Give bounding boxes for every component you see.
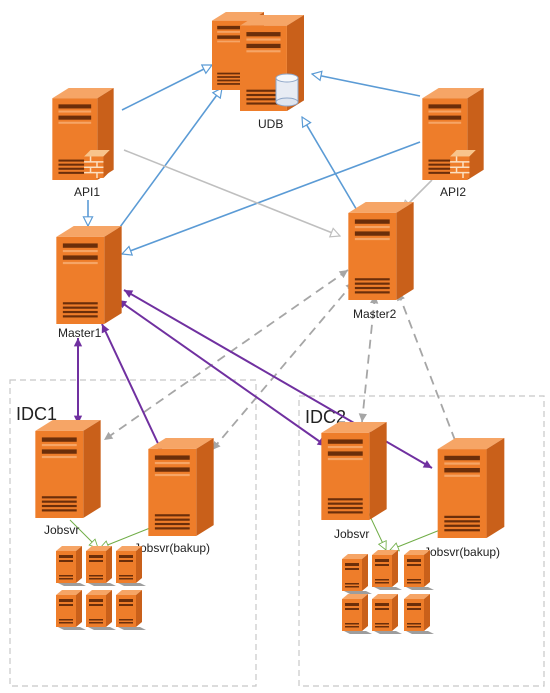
api1-label: API1 bbox=[74, 185, 100, 199]
cluster-server-icon bbox=[56, 546, 86, 586]
cluster-server-icon bbox=[372, 550, 402, 590]
udb-label: UDB bbox=[258, 117, 283, 131]
edge-master2-idc2-jobsvr-backup bbox=[397, 291, 459, 449]
cluster-server-icon bbox=[342, 554, 372, 594]
green-edges bbox=[69, 511, 441, 550]
cluster-server-icon bbox=[404, 594, 434, 634]
idc2-jobsvr-server-icon bbox=[321, 422, 387, 520]
edge-api2-master1 bbox=[122, 141, 421, 254]
idc1-jobsvr-server-icon bbox=[35, 420, 101, 518]
edge-master1-udb bbox=[111, 88, 222, 239]
edge-idc1-backup-cluster bbox=[100, 527, 151, 548]
idc1-jobsvr-backup-label: Jobsvr(bakup) bbox=[134, 541, 210, 555]
idc1-label: IDC1 bbox=[16, 404, 57, 424]
idc1-jobsvr-backup-server-icon bbox=[148, 438, 214, 536]
master2-node[interactable]: Master2 bbox=[348, 202, 414, 321]
master1-label: Master1 bbox=[58, 326, 102, 340]
cluster-server-icon bbox=[86, 590, 116, 630]
idc2-jobsvr-backup-server-icon bbox=[437, 438, 505, 538]
api2-node[interactable]: API2 bbox=[422, 88, 484, 199]
master2-server-icon bbox=[348, 202, 414, 300]
firewall-icon bbox=[84, 150, 110, 178]
cluster-server-icon bbox=[56, 590, 86, 630]
idc2-jobsvr-label: Jobsvr bbox=[334, 527, 369, 541]
idc1-jobsvr-backup-node[interactable]: Jobsvr(bakup) bbox=[134, 438, 214, 555]
edge-master1-idc1-jobsvr-backup bbox=[101, 323, 163, 453]
edge-idc2-backup-cluster bbox=[390, 529, 441, 550]
blue-edges bbox=[88, 64, 421, 254]
idc2-jobsvr-node[interactable]: Jobsvr bbox=[321, 422, 387, 541]
edge-api2-udb bbox=[312, 74, 421, 97]
master1-server-icon bbox=[56, 226, 122, 324]
master1-node[interactable]: Master1 bbox=[56, 226, 122, 340]
api2-label: API2 bbox=[440, 185, 466, 199]
edge-master2-udb bbox=[301, 117, 359, 213]
database-icon bbox=[275, 73, 299, 107]
cluster-server-icon bbox=[372, 594, 402, 634]
dashed-edges bbox=[103, 269, 459, 451]
edge-idc1-jobsvr-cluster bbox=[69, 519, 98, 548]
idc2-jobsvr-backup-node[interactable]: Jobsvr(bakup) bbox=[424, 438, 505, 559]
edge-api1-master2 bbox=[123, 149, 340, 236]
cluster-server-icon bbox=[342, 594, 372, 634]
idc1-jobsvr-label: Jobsvr bbox=[44, 523, 79, 537]
master2-label: Master2 bbox=[353, 307, 397, 321]
idc2-jobsvr-backup-label: Jobsvr(bakup) bbox=[424, 545, 500, 559]
idc2-server-cluster bbox=[342, 550, 434, 634]
edge-api1-udb bbox=[121, 64, 212, 111]
cluster-server-icon bbox=[404, 550, 434, 590]
firewall-icon bbox=[450, 150, 476, 178]
idc1-jobsvr-node[interactable]: Jobsvr bbox=[35, 420, 101, 537]
cluster-server-icon bbox=[116, 590, 146, 630]
cluster-server-icon bbox=[116, 546, 146, 586]
udb-node[interactable]: UDB bbox=[212, 12, 304, 131]
api1-node[interactable]: API1 bbox=[52, 88, 114, 199]
idc1-server-cluster bbox=[56, 546, 146, 630]
cluster-server-icon bbox=[86, 546, 116, 586]
